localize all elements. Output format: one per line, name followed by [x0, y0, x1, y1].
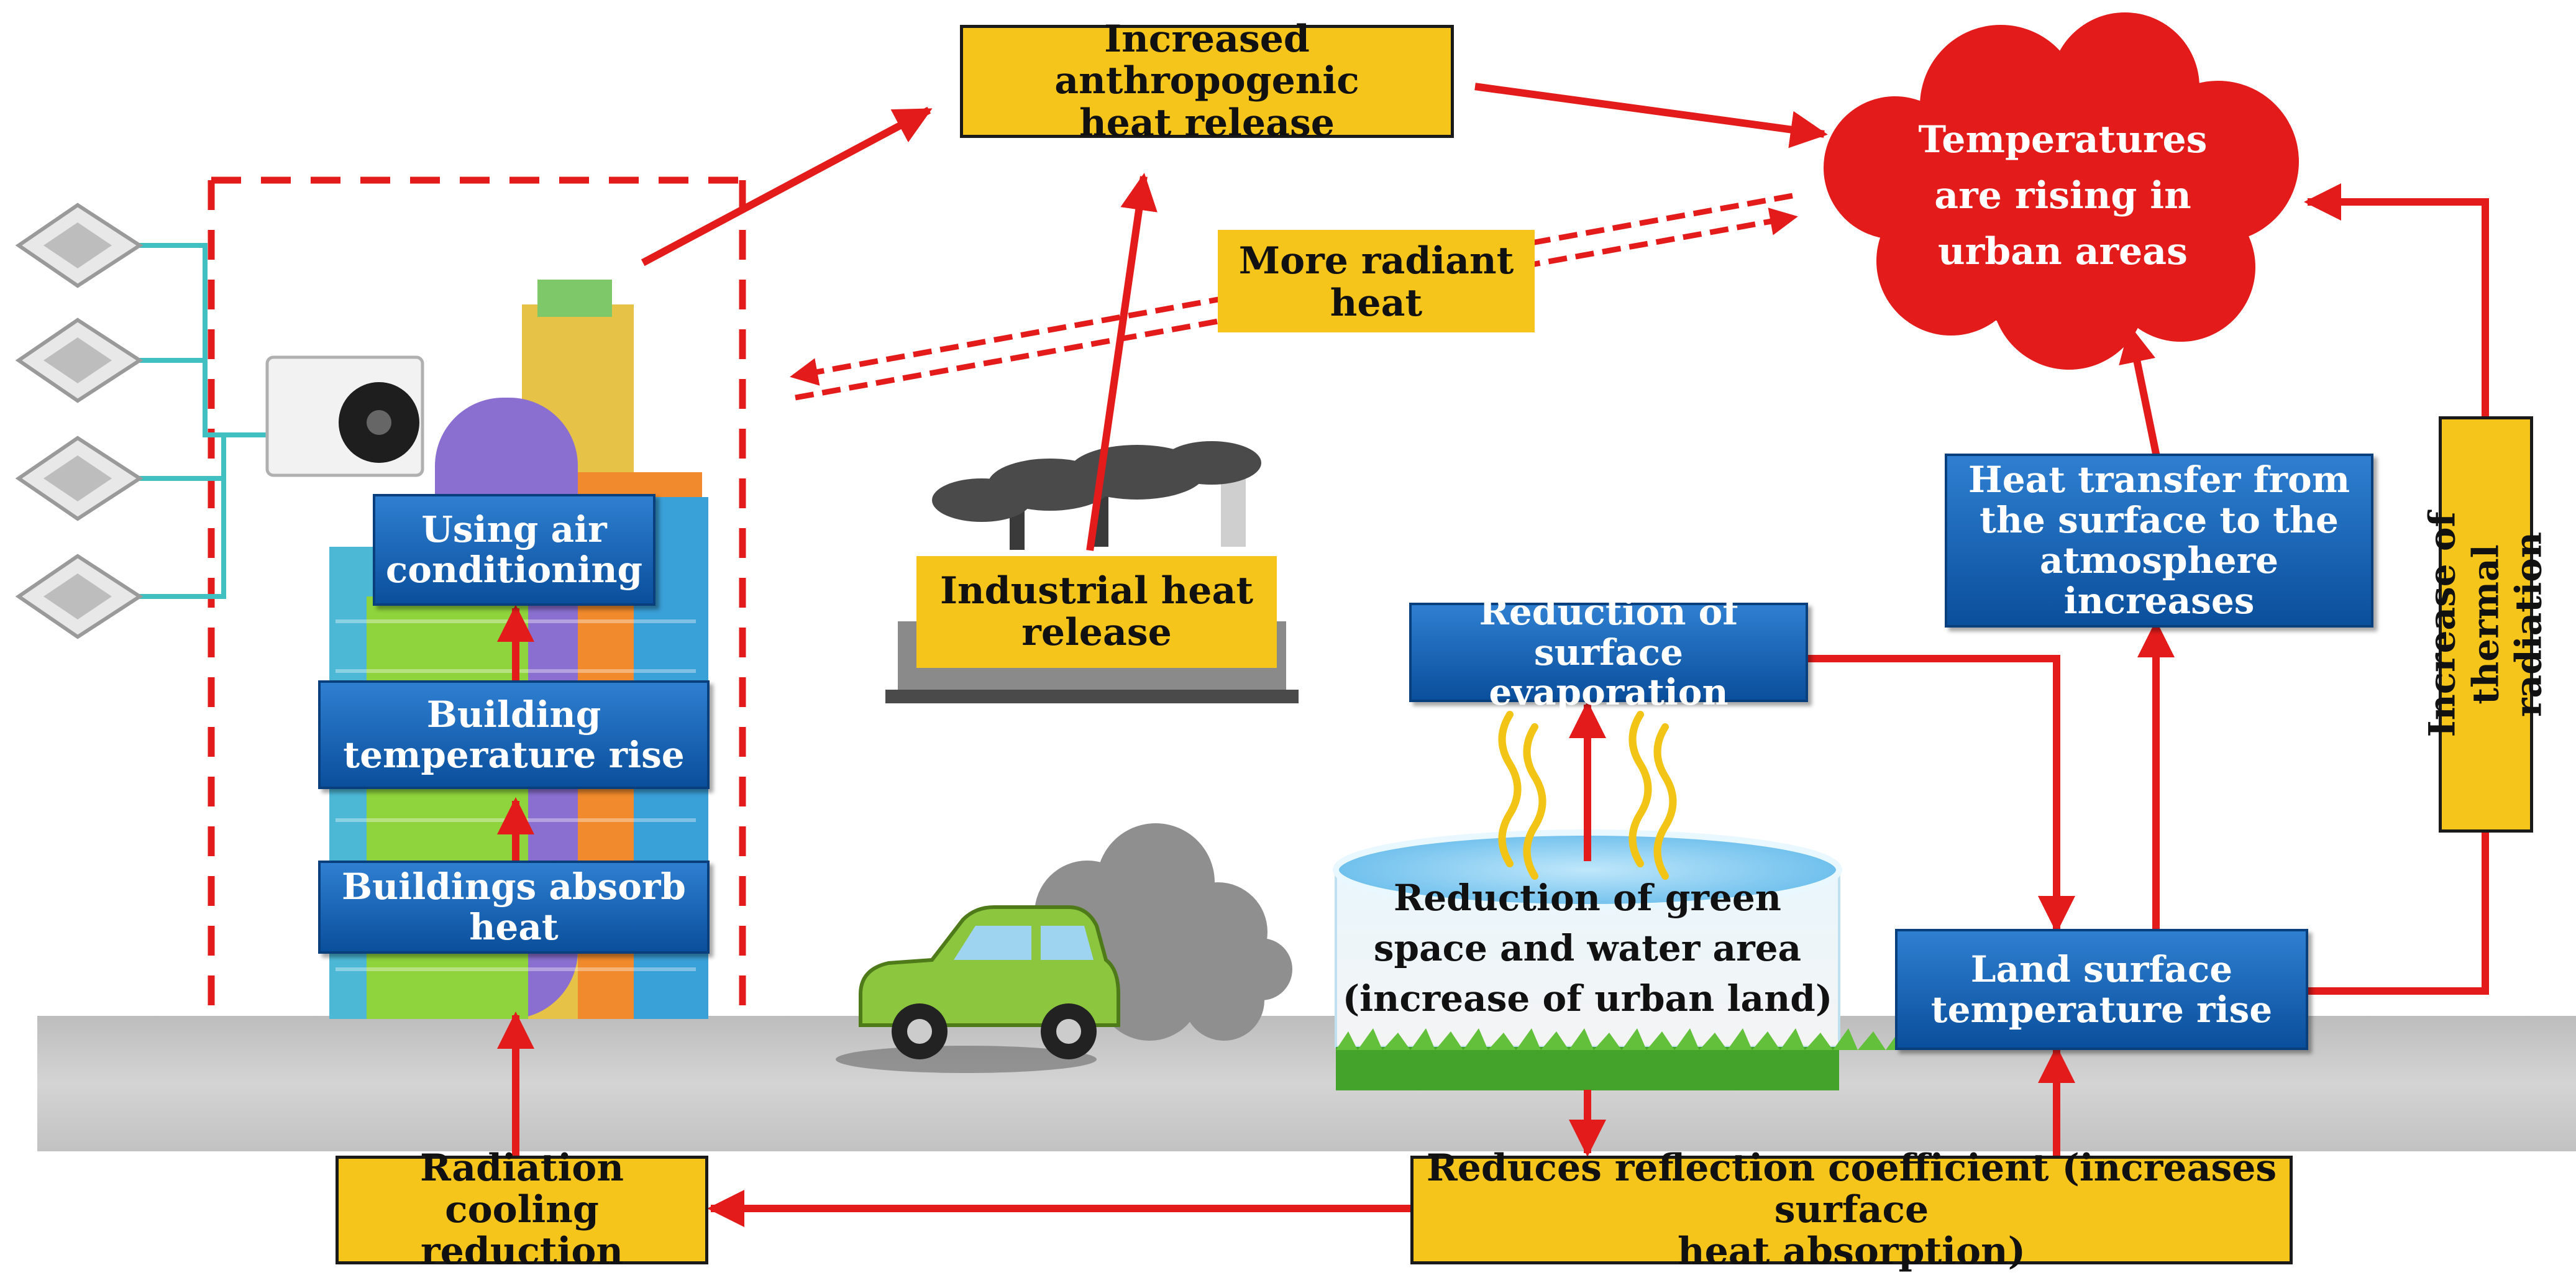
flow-arrows: [497, 83, 2489, 1227]
arrow-evaporation-to-land: [1804, 655, 2075, 933]
radiant-heat-box: More radiant heat: [1218, 230, 1535, 332]
heat-transfer-box: Heat transfer from the surface to the at…: [1945, 454, 2373, 628]
building-group-frame: [208, 176, 746, 1019]
heat-waves-icon: [1498, 711, 1677, 880]
arrow-thermal-to-cloud: [2304, 183, 2489, 420]
ceiling-ac-unit-icon: [15, 203, 267, 639]
thermal-radiation-label: Increase of thermal radiation: [2421, 511, 2550, 738]
pond-icon: [1333, 829, 1842, 1048]
green-space-label: Reduction of green space and water area …: [1342, 877, 1833, 1020]
industrial-heat-box: Industrial heat release: [916, 556, 1277, 668]
temperature-cloud: [1824, 12, 2299, 370]
surface-evaporation-box: Reduction of surface evaporation: [1409, 591, 1808, 713]
land-surface-box: Land surface temperature rise: [1895, 929, 2308, 1050]
buildings-absorb-box: Buildings absorb heat: [318, 861, 710, 954]
arrow-heat-transfer-to-cloud: [2119, 325, 2161, 459]
air-conditioning-box: Using air conditioning: [373, 494, 655, 606]
arrow-industrial-to-anthropogenic: [1086, 173, 1158, 551]
arrow-ac-to-anthropogenic: [641, 106, 933, 267]
radiation-cooling-box: Radiation cooling reduction: [336, 1147, 708, 1272]
thermal-radiation-box: Increase of thermal radiation: [2421, 416, 2550, 833]
reflection-coefficient-box: Reduces reflection coefficient (increase…: [1410, 1147, 2293, 1272]
car-icon: [836, 905, 1120, 1073]
outdoor-ac-unit-icon: [265, 355, 424, 477]
anthropogenic-heat-box: Increased anthropogenic heat release: [960, 19, 1454, 144]
smoke-icon: [932, 441, 1261, 522]
temperatures-cloud-label: Temperatures are rising in urban areas: [1918, 118, 2208, 273]
arrow-land-to-thermal: [2304, 829, 2489, 995]
grass-icon: [1336, 1028, 1991, 1090]
arrow-anthropogenic-to-cloud: [1474, 83, 1828, 148]
building-temperature-box: Building temperature rise: [318, 680, 710, 789]
